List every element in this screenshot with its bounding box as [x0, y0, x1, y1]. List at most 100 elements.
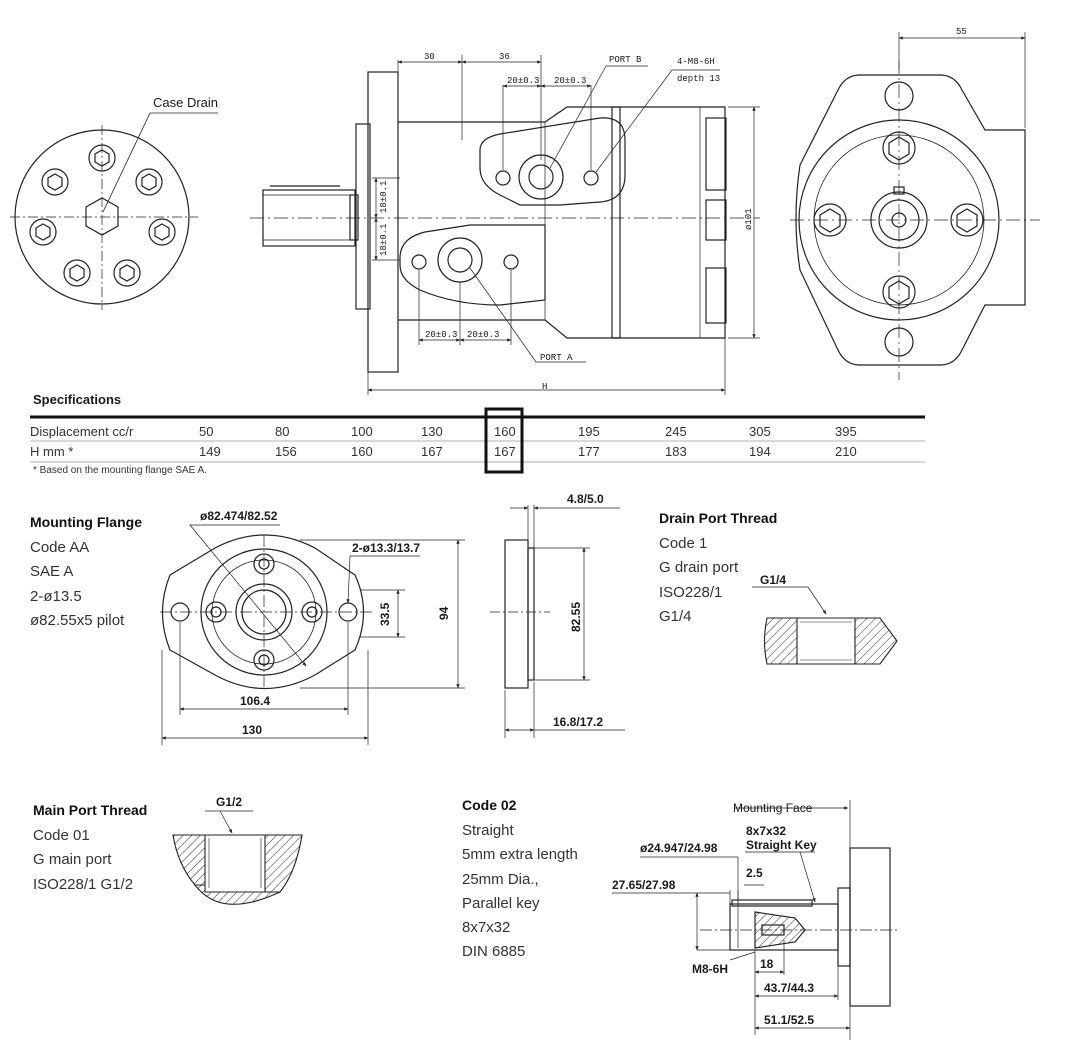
dim-101: ø101 [744, 208, 754, 230]
mounting-flange-line: ø82.55x5 pilot [30, 611, 125, 629]
main-port-line: Code 01 [33, 827, 90, 845]
dim-holes: 2-ø13.3/13.7 [352, 541, 420, 555]
dim-pilot: ø82.474/82.52 [200, 509, 278, 523]
dim-33-5: 33.5 [378, 602, 392, 626]
table-cell: 160 [494, 423, 516, 439]
mounting-flange-title: Mounting Flange [30, 514, 142, 530]
table-cell: 177 [578, 443, 600, 459]
main-port-section [172, 810, 303, 905]
table-cell: 210 [835, 443, 857, 459]
dim-55: 55 [956, 27, 967, 37]
mounting-flange-line: SAE A [30, 563, 74, 581]
row-label: H mm * [30, 443, 74, 459]
drain-port-line: G drain port [659, 559, 739, 577]
table-cell: 100 [351, 423, 373, 439]
spec-footnote: * Based on the mounting flange SAE A. [33, 465, 208, 476]
table-cell: 50 [199, 423, 214, 439]
table-cell: 156 [275, 443, 297, 459]
main-port-line: G main port [33, 851, 112, 869]
mounting-face-label: Mounting Face [733, 801, 813, 815]
table-cell: 195 [578, 423, 600, 439]
shaft-dims [612, 800, 851, 1040]
dim-20-a1: 20±0.3 [425, 330, 457, 340]
flange-front-view [790, 60, 1040, 380]
shaft-line: 5mm extra length [462, 846, 578, 864]
dim-16-8: 16.8/17.2 [553, 715, 603, 729]
dim-43: 43.7/44.3 [764, 981, 814, 995]
key-label-1: 8x7x32 [746, 824, 786, 838]
dim-94: 94 [437, 606, 451, 620]
spec-table: Displacement cc/r 50 80 100 130 160 195 … [30, 421, 895, 461]
table-cell: 245 [665, 423, 687, 439]
drain-port-line: Code 1 [659, 535, 708, 553]
dim-27: 27.65/27.98 [612, 878, 676, 892]
mounting-flange-line: 2-ø13.5 [30, 587, 82, 605]
case-drain-view [10, 112, 218, 310]
port-a-label: PORT A [540, 353, 573, 363]
main-port-block: Main Port Thread Code 01 G main port ISO… [33, 798, 147, 897]
drain-callout: G1/4 [760, 573, 786, 587]
dim-20-b1: 20±0.3 [507, 76, 539, 86]
row-label: Displacement cc/r [30, 423, 134, 439]
table-cell: 160 [351, 443, 373, 459]
dim-4-8: 4.8/5.0 [567, 492, 604, 506]
thread-callout: 4-M8-6H [677, 57, 715, 67]
mounting-flange-line: Code AA [30, 539, 90, 557]
table-cell: 167 [494, 443, 516, 459]
dim-30: 30 [424, 52, 435, 62]
dim-20-a2: 20±0.3 [467, 330, 499, 340]
shaft-line: 8x7x32 [462, 919, 511, 937]
shaft-block: Code 02 Straight 5mm extra length 25mm D… [462, 793, 578, 964]
drain-port-block: Drain Port Thread Code 1 G drain port IS… [659, 506, 777, 629]
drain-port-line: ISO228/1 [659, 583, 723, 601]
shaft-line: Straight [462, 822, 514, 840]
main-port-title: Main Port Thread [33, 802, 148, 818]
mounting-flange-view [160, 534, 375, 690]
flange-side-view [490, 539, 550, 689]
motor-side-view [250, 71, 760, 373]
drain-port-title: Drain Port Thread [659, 510, 778, 526]
dim-shaft-dia: ø24.947/24.98 [640, 841, 718, 855]
dim-36: 36 [499, 52, 510, 62]
spec-title: Specifications [33, 392, 122, 407]
dim-2-5: 2.5 [746, 866, 763, 880]
table-cell: 167 [421, 443, 443, 459]
dim-18-lower: 18±0.1 [379, 224, 389, 256]
table-cell: 130 [421, 423, 443, 439]
dim-18: 18 [760, 957, 774, 971]
drain-port-section [752, 586, 898, 665]
side-view-dimensions [367, 55, 760, 395]
shaft-line: 25mm Dia., [462, 870, 539, 888]
shaft-title: Code 02 [462, 797, 517, 813]
table-cell: 305 [749, 423, 771, 439]
table-cell: 80 [275, 423, 290, 439]
dim-130: 130 [242, 723, 262, 737]
table-row: H mm * 149 156 160 167 167 177 183 194 2… [30, 441, 895, 461]
key-label-2: Straight Key [746, 838, 817, 852]
bolt-heads [29, 144, 176, 287]
main-port-line: ISO228/1 G1/2 [33, 875, 134, 893]
table-cell: 395 [835, 423, 857, 439]
dim-20-b2: 20±0.3 [554, 76, 586, 86]
depth-callout: depth 13 [677, 74, 720, 84]
port-b-label: PORT B [609, 55, 642, 65]
table-cell: 194 [749, 443, 771, 459]
dim-18-upper: 18±0.1 [379, 181, 389, 213]
dim-h: H [542, 382, 547, 392]
table-cell: 183 [665, 443, 687, 459]
mounting-flange-block: Mounting Flange Code AA SAE A 2-ø13.5 ø8… [30, 510, 142, 633]
case-drain-label: Case Drain [153, 95, 218, 110]
shaft-line: Parallel key [462, 894, 540, 912]
drain-port-line: G1/4 [659, 607, 692, 625]
table-row: Displacement cc/r 50 80 100 130 160 195 … [30, 421, 895, 441]
table-cell: 149 [199, 443, 221, 459]
highlight-box [484, 407, 524, 474]
dim-82-55: 82.55 [569, 602, 583, 632]
flange-55-dim [898, 32, 1026, 128]
dim-51: 51.1/52.5 [764, 1013, 814, 1027]
flange-side-dims [504, 505, 625, 738]
mounting-flange-dims [161, 524, 465, 745]
shaft-drawing [700, 847, 900, 1007]
shaft-line: DIN 6885 [462, 943, 526, 961]
